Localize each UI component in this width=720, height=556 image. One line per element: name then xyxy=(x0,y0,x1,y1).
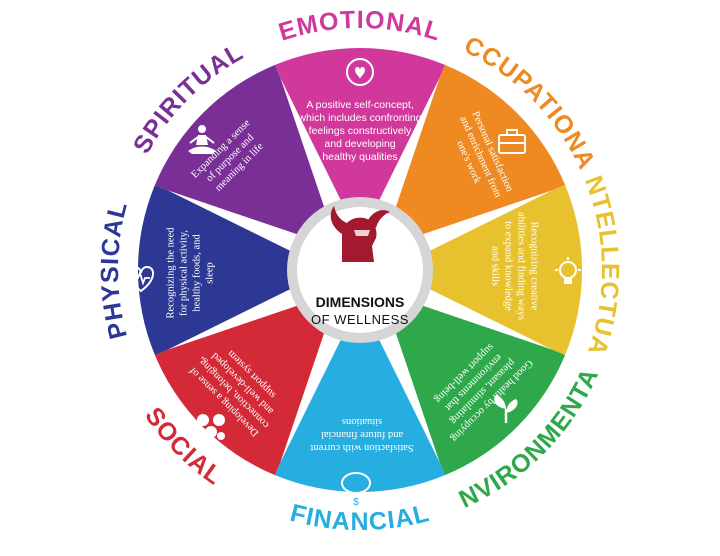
desc-line: to expand knowledge xyxy=(503,221,514,311)
center-badge: DIMENSIONS OF WELLNESS xyxy=(287,197,433,343)
segment-icons: $ xyxy=(128,58,581,508)
desc-line: and skills xyxy=(490,246,501,286)
svg-text:$: $ xyxy=(353,497,359,508)
segment-emotional xyxy=(275,47,445,270)
desc-line: A positive self-concept, xyxy=(306,99,413,111)
lightbulb-icon xyxy=(555,257,581,284)
sprout-icon xyxy=(494,395,518,423)
separator-spike xyxy=(412,190,553,256)
separator-spike xyxy=(374,322,440,463)
desc-line: for physical activity, xyxy=(179,230,190,316)
viking-helmet-logo xyxy=(330,206,390,262)
desc-line: sleep xyxy=(205,262,216,284)
label-text: EMOTIONAL xyxy=(275,6,443,47)
desc-line: feelings constructively xyxy=(309,125,412,137)
desc-line: and future financial xyxy=(321,429,403,440)
center-disc xyxy=(297,207,423,333)
label-physical: PHYSICAL xyxy=(96,198,133,342)
label-emotional: EMOTIONAL xyxy=(275,6,444,47)
desc-line: healthy qualities xyxy=(322,151,397,163)
desc-line: and developing xyxy=(324,138,395,150)
separator-spike xyxy=(374,77,440,218)
desc-line: Recognizing the need xyxy=(166,227,177,319)
center-subtitle: OF WELLNESS xyxy=(311,312,409,327)
white-separators xyxy=(167,77,553,463)
meditation-icon xyxy=(188,125,216,154)
separator-spike xyxy=(280,322,346,463)
segment-intellectual xyxy=(360,185,583,355)
center-title: DIMENSIONS xyxy=(316,294,405,310)
separator-spike xyxy=(412,284,553,350)
desc-line: situations xyxy=(342,416,382,427)
segment-financial xyxy=(275,270,445,493)
desc-line: Satisfaction with current xyxy=(310,442,413,453)
separator-spike xyxy=(167,284,308,350)
piggy-bank-icon: $ xyxy=(341,472,371,508)
separator-spike xyxy=(167,190,308,256)
desc-financial: Satisfaction with current and future fina… xyxy=(310,416,413,453)
heart-pulse-icon xyxy=(128,265,154,293)
desc-intellectual: Recognizing creativeabilities and findin… xyxy=(490,212,540,320)
separator-spike xyxy=(280,77,346,218)
desc-line: which includes confronting xyxy=(297,112,421,124)
briefcase-icon xyxy=(498,129,526,154)
head-heart-icon xyxy=(346,58,374,86)
desc-line: abilities and finding ways xyxy=(516,212,527,320)
segment-physical xyxy=(137,185,360,355)
people-group-icon xyxy=(197,414,225,440)
desc-emotional: A positive self-concept,which includes c… xyxy=(297,99,421,163)
desc-line: Recognizing creative xyxy=(529,222,540,311)
label-text: PHYSICAL xyxy=(96,198,132,342)
desc-line: healthy foods, and xyxy=(192,234,203,312)
